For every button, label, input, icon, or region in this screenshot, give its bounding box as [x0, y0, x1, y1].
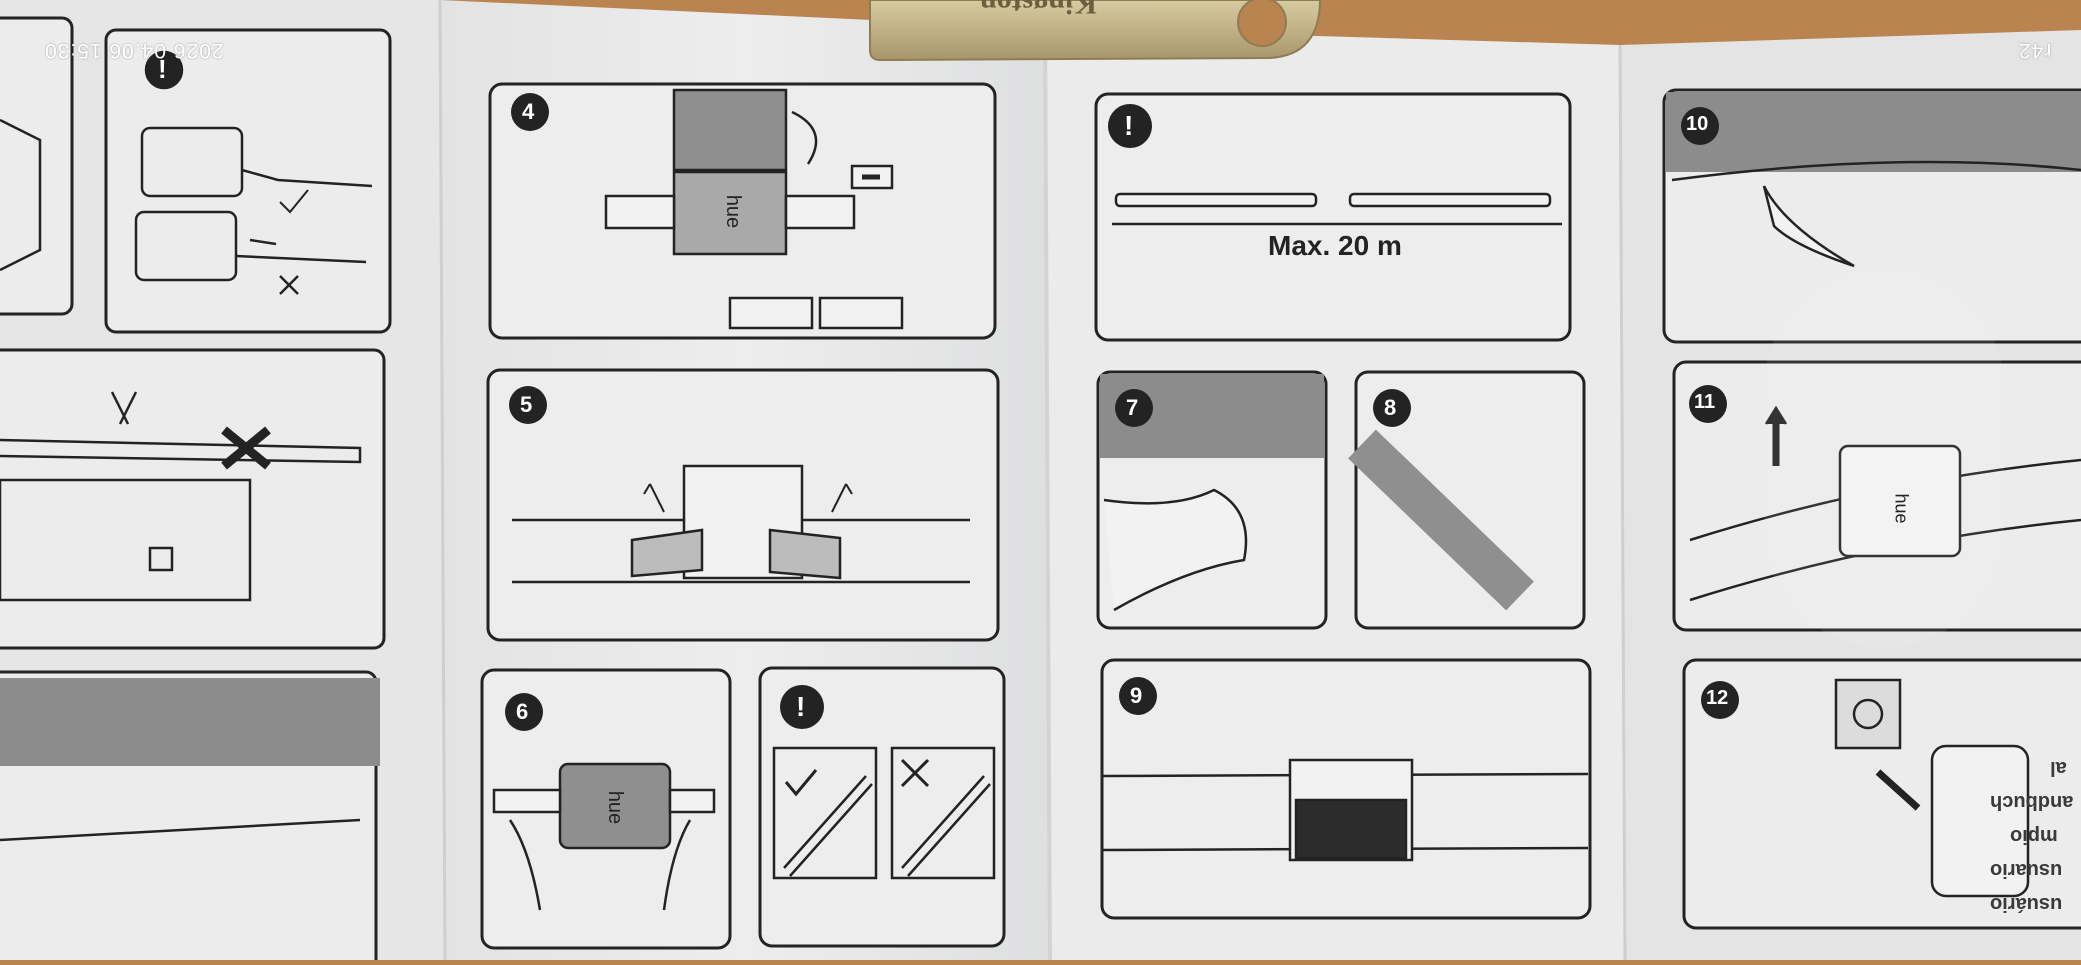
warning-icon: !	[158, 54, 167, 84]
left-page-panels	[0, 16, 392, 965]
step-5-illustration	[512, 464, 970, 584]
page-code: r42	[2017, 39, 2051, 62]
panel-warning-connection	[758, 666, 1006, 948]
connection-warning-illustration	[772, 746, 996, 880]
step-11-number: 11	[1694, 391, 1716, 413]
usb-brand-label: Kingston	[980, 0, 1097, 20]
hue-brand-label: hue	[604, 790, 627, 825]
step-12-number: 12	[1706, 687, 1729, 709]
step-8-number: 8	[1384, 395, 1397, 420]
panel-step-8	[1354, 370, 1586, 630]
max-length-label: Max. 20 m	[1268, 230, 1402, 261]
language-index-word: mpio	[2010, 825, 2058, 847]
photo-timestamp: 2026 04.06 15:30	[44, 39, 224, 62]
panel-warning-length	[1094, 92, 1572, 342]
left-page-details	[0, 50, 380, 842]
step-4-number: 4	[522, 99, 535, 124]
step-badges-mid-left	[505, 93, 824, 731]
step-4-illustration	[604, 88, 904, 330]
warning-icon: !	[1124, 110, 1134, 141]
step-7-number: 7	[1126, 395, 1139, 420]
glare	[1764, 268, 2004, 648]
step-6-illustration	[492, 762, 716, 911]
usb-stick	[869, 0, 1322, 62]
right-page-details	[1666, 92, 2081, 898]
hue-brand-label: hue	[722, 194, 745, 229]
language-index-word: usuário	[1990, 893, 2063, 915]
step-10-number: 10	[1686, 113, 1709, 135]
language-index-word: al	[2050, 757, 2067, 779]
step-6-number: 6	[516, 699, 529, 724]
mid-right-details	[1100, 104, 1589, 862]
step-9-number: 9	[1130, 683, 1143, 708]
language-index-word: andbuch	[1990, 791, 2074, 813]
language-index-word: usuario	[1990, 859, 2063, 881]
step-5-number: 5	[520, 392, 533, 417]
hue-brand-label: hue	[1891, 493, 1912, 524]
warning-icon: !	[796, 691, 806, 722]
